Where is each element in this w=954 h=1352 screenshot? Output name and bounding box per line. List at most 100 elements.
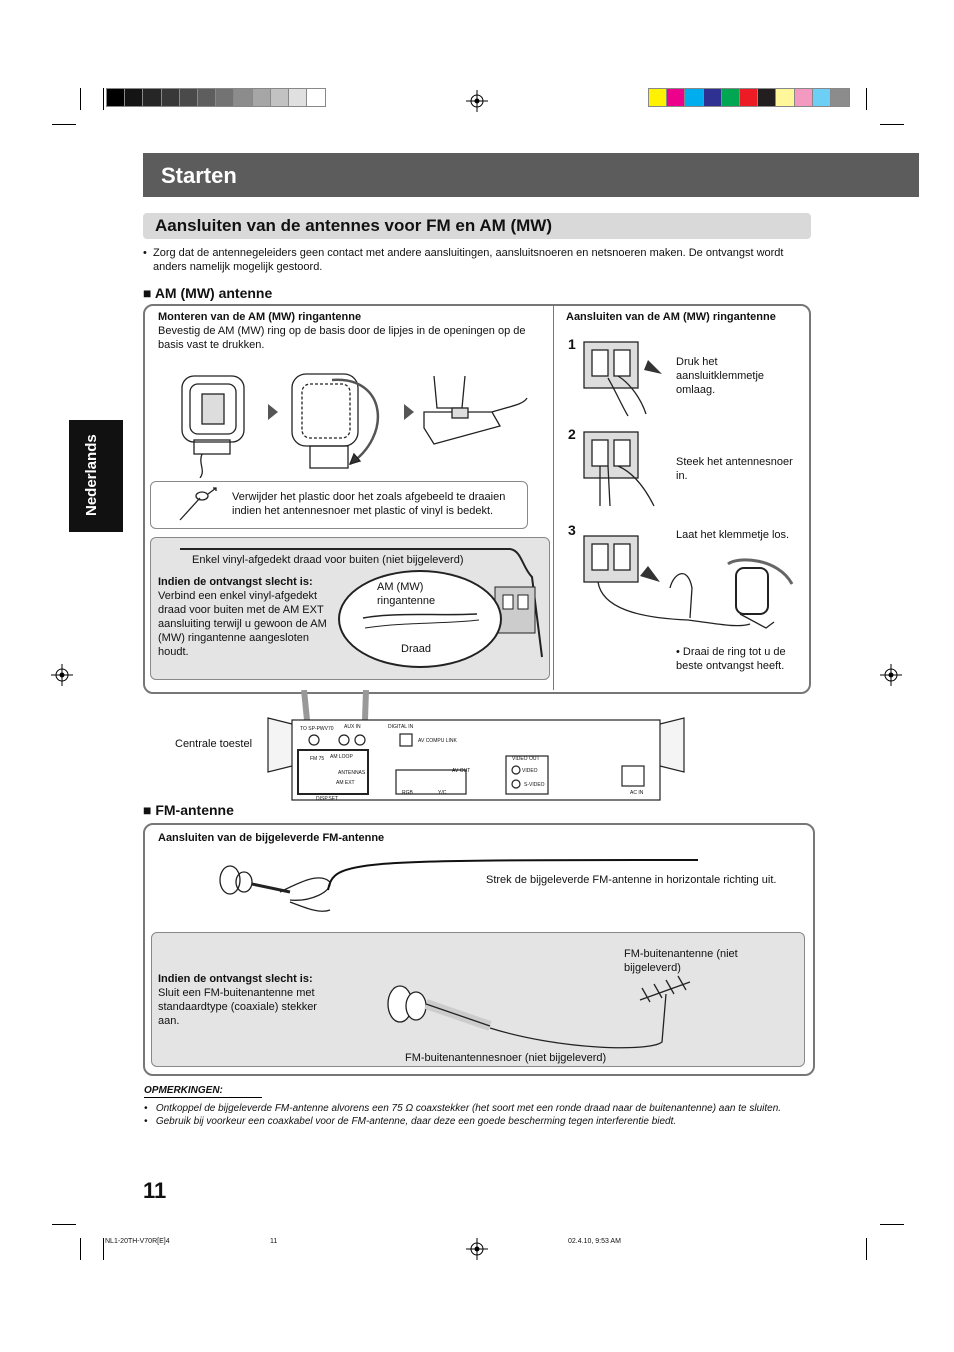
- color-swatch: [269, 88, 290, 107]
- unit-port-label: AC IN: [630, 790, 644, 796]
- unit-port-label: DIGITAL IN: [388, 724, 414, 730]
- am-heading: ■ AM (MW) antenne: [143, 285, 273, 301]
- color-swatch: [215, 88, 236, 107]
- fm-weak-box: [151, 932, 805, 1067]
- am-mount-text: Bevestig de AM (MW) ring op de basis doo…: [158, 325, 526, 351]
- ring-label: AM (MW) ringantenne: [377, 581, 436, 607]
- crop-mark: [866, 88, 867, 110]
- am-connect-title: Aansluiten van de AM (MW) ringantenne: [566, 311, 776, 323]
- color-swatch: [720, 88, 741, 107]
- fm-antenna-illustration: [219, 859, 699, 912]
- unit-port-label: AM EXT: [336, 780, 355, 786]
- step-3-text: Laat het klemmetje los.: [676, 529, 790, 541]
- color-swatch: [793, 88, 814, 107]
- page-number: 11: [143, 1178, 167, 1203]
- footer-file: NL1-20TH-V70R[E]4: [105, 1238, 170, 1245]
- section-title: Aansluiten van de antennes voor FM en AM…: [155, 216, 553, 235]
- am-mount-title: Monteren van de AM (MW) ringantenne: [158, 311, 362, 323]
- color-swatch: [811, 88, 832, 107]
- crop-mark: [880, 124, 904, 125]
- color-swatch: [160, 88, 181, 107]
- fm-connect-title: Aansluiten van de bijgeleverde FM-antenn…: [158, 832, 385, 844]
- unit-port-label: FM 75: [310, 756, 324, 762]
- language-tab: Nederlands: [69, 420, 123, 532]
- unit-port-label: AV COMPU LINK: [418, 738, 457, 744]
- title-bar: Starten: [143, 153, 919, 197]
- magnify-oval: [338, 570, 502, 668]
- wire-detail-icon: [362, 613, 480, 629]
- am-wire-label: Enkel vinyl-afgedekt draad voor buiten (…: [192, 554, 464, 566]
- clip-press-illustration: [583, 341, 662, 417]
- fm-cable-label: FM-buitenantennesnoer (niet bijgeleverd): [405, 1052, 607, 1064]
- unit-port-label: ANTENNAS: [338, 770, 366, 776]
- color-swatch: [775, 88, 796, 107]
- unit-port-label: TO SP-PWV70: [300, 726, 334, 732]
- unit-port-label: Y/C: [438, 790, 447, 796]
- crop-mark: [103, 1238, 104, 1260]
- color-swatch: [666, 88, 687, 107]
- unit-port-label: VIDEO OUT: [512, 756, 540, 762]
- wire-twist-icon: [179, 487, 217, 521]
- language-tab-label: Nederlands: [83, 434, 100, 516]
- color-swatch: [197, 88, 217, 107]
- crop-mark: [103, 88, 104, 110]
- am-weak-title: Indien de ontvangst slecht is:: [158, 576, 313, 588]
- fm-outdoor-label: FM-buitenantenne (niet bijgeleverd): [624, 948, 738, 974]
- notes-list: • Ontkoppel de bijgeleverde FM-antenne a…: [144, 1102, 824, 1128]
- step-2-number: 2: [568, 426, 576, 442]
- unit-port-label: AUX IN: [344, 724, 361, 730]
- color-swatch: [306, 88, 327, 107]
- color-swatch: [233, 88, 254, 107]
- color-swatch: [288, 88, 308, 107]
- note-item: • Ontkoppel de bijgeleverde FM-antenne a…: [144, 1103, 782, 1114]
- footer-page: 11: [270, 1238, 278, 1245]
- unit-label: Centrale toestel: [175, 738, 253, 750]
- crop-mark: [52, 1224, 76, 1225]
- crop-mark: [52, 124, 76, 125]
- color-swatch: [702, 88, 723, 107]
- intro-bullet: • Zorg dat de antennegeleiders geen cont…: [143, 246, 813, 274]
- color-swatch: [684, 88, 705, 107]
- crop-mark: [80, 88, 81, 110]
- loop-assembly-illustration: [181, 373, 528, 478]
- plastic-note-text: Verwijder het plastic door het zoals afg…: [232, 491, 506, 517]
- color-swatch: [251, 88, 272, 107]
- unit-port-label: RGB: [402, 790, 414, 796]
- unit-port-label: S-VIDEO: [524, 782, 545, 788]
- unit-rear-panel: TO SP-PWV70 AUX IN DIGITAL IN AV COMPU LINK…: [267, 717, 685, 802]
- intro-text: Zorg dat de antennegeleiders geen contac…: [153, 247, 784, 273]
- color-swatch: [106, 88, 126, 107]
- registration-mark-icon: [880, 664, 902, 686]
- footer-date: 02.4.10, 9:53 AM: [568, 1238, 621, 1245]
- color-swatch: [830, 88, 850, 107]
- section-title-bar: Aansluiten van de antennes voor FM en AM…: [143, 213, 811, 239]
- draad-label: Draad: [401, 643, 431, 655]
- clip-release-illustration: [583, 535, 794, 629]
- note-item: • Gebruik bij voorkeur een coaxkabel voo…: [144, 1116, 677, 1127]
- unit-port-label: AV OUT: [452, 768, 470, 774]
- step-2-text: Steek het antennesnoer in.: [676, 456, 793, 482]
- crop-mark: [80, 1238, 81, 1260]
- fm-stretch-text: Strek de bijgeleverde FM-antenne in hori…: [486, 874, 777, 886]
- fm-weak-text: Sluit een FM-buitenantenne met standaard…: [158, 987, 317, 1027]
- step-3-number: 3: [568, 522, 576, 538]
- am-ext-wire-illustration: [180, 548, 543, 658]
- step-1-text: Druk het aansluitklemmetje omlaag.: [676, 356, 765, 396]
- step-1-number: 1: [568, 336, 576, 352]
- color-swatch: [739, 88, 759, 107]
- fm-outdoor-illustration: [387, 975, 691, 1049]
- plastic-note-box: [150, 481, 528, 529]
- fm-weak-title: Indien de ontvangst slecht is:: [158, 973, 313, 985]
- color-swatch: [178, 88, 199, 107]
- crop-mark: [866, 1238, 867, 1260]
- notes-title: OPMERKINGEN:: [144, 1084, 262, 1098]
- wire-insert-illustration: [583, 431, 655, 507]
- unit-port-label: VIDEO: [522, 768, 538, 774]
- rotate-note: • Draai de ring tot u de beste ontvangst…: [676, 646, 786, 672]
- unit-port-label: DISP.SET: [316, 796, 338, 802]
- page-title: Starten: [161, 163, 237, 188]
- registration-mark-icon: [51, 664, 73, 686]
- unit-port-label: AM LOOP: [330, 754, 353, 760]
- color-swatch: [648, 88, 668, 107]
- color-swatch: [142, 88, 163, 107]
